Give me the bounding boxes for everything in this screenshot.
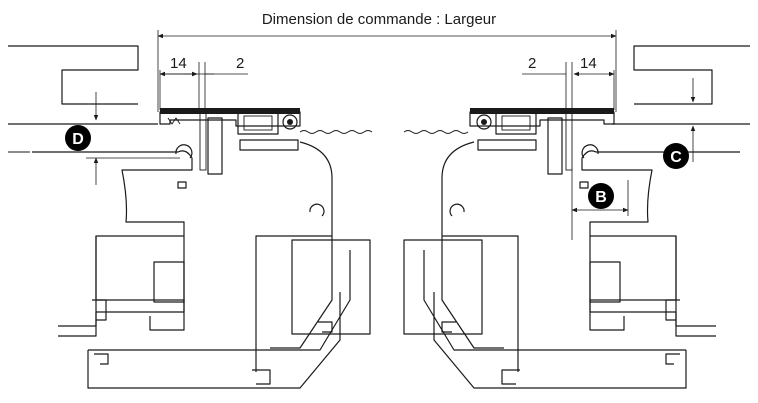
badge-c-label: C xyxy=(670,149,682,166)
left-sash-profile xyxy=(255,141,371,372)
badge-c xyxy=(663,143,689,169)
wall-right xyxy=(612,45,750,125)
left-dim-2: 2 xyxy=(236,55,244,72)
dimension-b: B xyxy=(571,168,629,240)
right-top-dimensions: 2 14 xyxy=(522,55,615,110)
left-dim-14: 14 xyxy=(170,55,187,72)
right-dim-2: 2 xyxy=(528,55,536,72)
right-rail-assembly xyxy=(403,108,615,175)
right-dim-14: 14 xyxy=(580,55,597,72)
right-frame-profile xyxy=(423,144,740,389)
badge-d-label: D xyxy=(72,131,84,148)
left-frame-profile xyxy=(32,144,351,389)
badge-d xyxy=(65,125,91,151)
right-sash-profile xyxy=(403,141,519,372)
dimension-c: C xyxy=(663,78,696,169)
badge-b xyxy=(588,183,614,209)
drawing-title: Dimension de commande : Largeur xyxy=(262,11,496,28)
badge-b-label: B xyxy=(595,189,607,206)
left-rail-assembly xyxy=(159,108,373,175)
wall-left xyxy=(8,45,158,153)
dimension-d: D xyxy=(65,92,180,185)
left-top-dimensions: 14 2 xyxy=(159,55,248,110)
